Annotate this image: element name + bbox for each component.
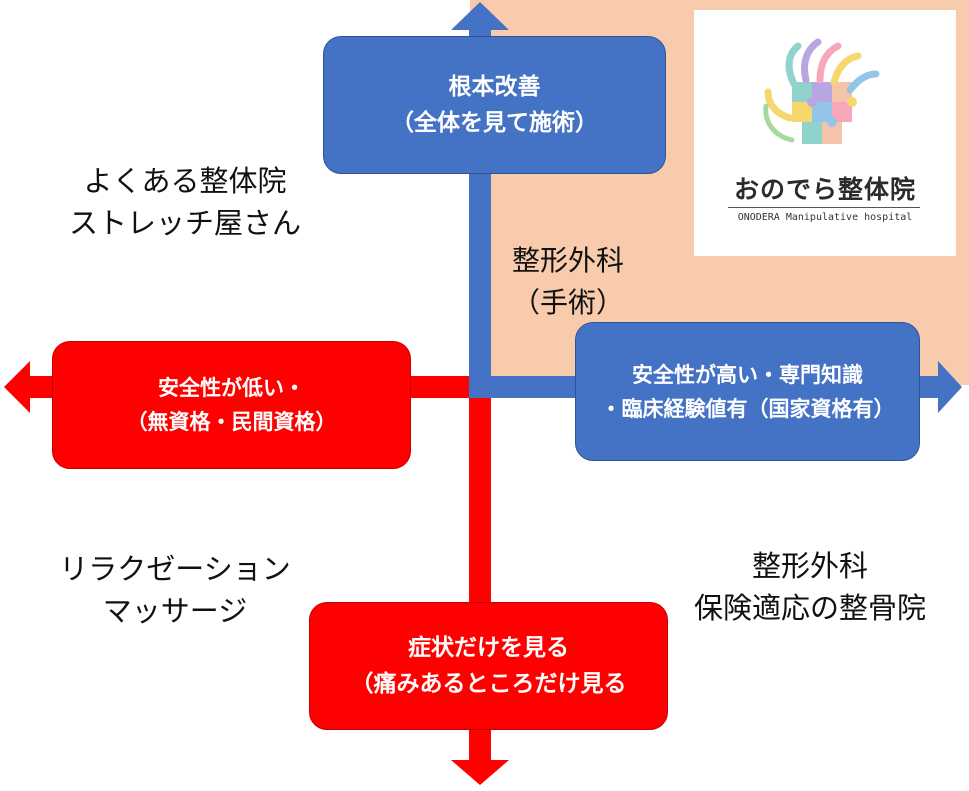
quadrant-label-bottom-right-line2: 保険適応の整骨院: [693, 591, 926, 625]
axis-label-right-line2: ・臨床経験値有（国家資格有）: [600, 396, 895, 421]
up-arrow-icon: [451, 2, 509, 30]
puzzle-hand-icon: [763, 38, 880, 144]
axis-label-top: 根本改善 （全体を見て施術）: [323, 36, 666, 174]
clinic-logo-divider: [728, 207, 920, 208]
axis-label-right-line1: 安全性が高い・専門知識: [632, 362, 863, 387]
axis-label-left: 安全性が低い・ （無資格・民間資格）: [52, 341, 411, 469]
axis-label-bottom-line1: 症状だけを見る: [408, 635, 569, 661]
down-arrow-icon: [451, 760, 509, 785]
quadrant-label-top-left: よくある整体院 ストレッチ屋さん: [40, 160, 330, 244]
right-arrow-icon: [938, 361, 962, 413]
clinic-logo-name: おのでら整体院: [733, 175, 916, 204]
quadrant-label-bottom-left-line1: リラクゼーション: [59, 552, 291, 586]
axis-label-bottom-line2: （痛みあるところだけ見る: [350, 671, 627, 697]
quadrant-label-bottom-left: リラクゼーション マッサージ: [25, 548, 325, 632]
quadrant-label-bottom-left-line2: マッサージ: [102, 594, 248, 628]
left-arrow-icon: [4, 361, 30, 413]
quadrant-label-top-left-line1: よくある整体院: [83, 164, 287, 198]
clinic-logo-subtitle: ONODERA Manipulative hospital: [737, 212, 913, 223]
quadrant-label-top-left-line2: ストレッチ屋さん: [68, 206, 301, 240]
axis-label-top-line2: （全体を見て施術）: [391, 110, 598, 136]
quadrant-label-top-right-line2: （手術）: [511, 286, 624, 319]
clinic-logo: おのでら整体院 ONODERA Manipulative hospital: [694, 10, 956, 256]
quadrant-label-bottom-right: 整形外科 保険適応の整骨院: [660, 545, 960, 629]
axis-origin: [469, 376, 491, 398]
axis-label-top-line1: 根本改善: [448, 74, 541, 100]
axis-label-right: 安全性が高い・専門知識 ・臨床経験値有（国家資格有）: [575, 322, 920, 461]
axis-label-left-line1: 安全性が低い・: [158, 376, 305, 400]
quadrant-label-top-right: 整形外科 （手術）: [478, 240, 658, 324]
quadrant-label-top-right-line1: 整形外科: [511, 244, 624, 277]
axis-label-bottom: 症状だけを見る （痛みあるところだけ見る: [309, 602, 668, 730]
axis-label-left-line2: （無資格・民間資格）: [126, 410, 337, 434]
quadrant-label-bottom-right-line1: 整形外科: [751, 549, 868, 583]
